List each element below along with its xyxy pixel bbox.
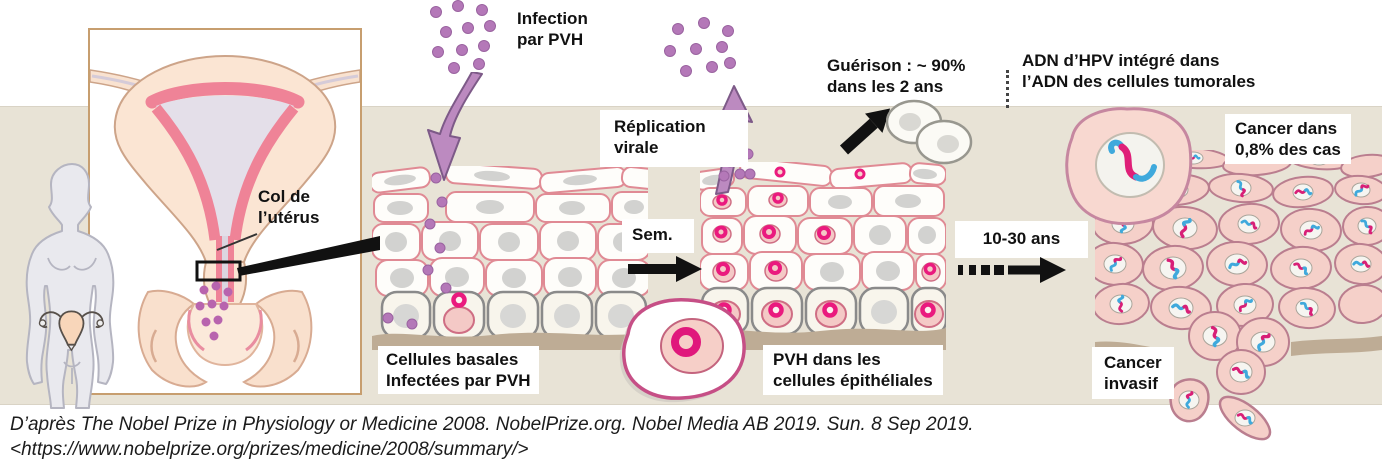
basal-cells-label-box: Cellules basales Infectées par PVH xyxy=(378,346,539,394)
replication-label-line1: Réplication xyxy=(614,117,706,136)
uterus-inset-box xyxy=(88,28,362,395)
integrated-dna-label-line2: l’ADN des cellules tumorales xyxy=(1022,72,1256,91)
cervix-label-line1: Col de xyxy=(258,187,310,206)
shed-cells xyxy=(886,99,973,165)
citation-line1: D’après The Nobel Prize in Physiology or… xyxy=(10,414,974,435)
invasive-cancer-label-line2: invasif xyxy=(1104,374,1158,393)
weeks-arrow xyxy=(628,256,702,282)
healing-label-line2: dans les 2 ans xyxy=(827,77,944,96)
hpv-epithelial-label-box: PVH dans les cellules épithéliales xyxy=(763,345,943,395)
citation: D’après The Nobel Prize in Physiology or… xyxy=(10,412,974,462)
infected-epithelial-nuclei xyxy=(712,166,941,283)
dotted-divider xyxy=(1006,70,1009,108)
replication-label-line2: virale xyxy=(614,138,659,157)
female-silhouette xyxy=(25,163,115,409)
invasive-detached-cells xyxy=(1169,378,1272,441)
cervix-label-line2: l’utérus xyxy=(258,208,320,227)
basal-cells-label-line1: Cellules basales xyxy=(386,350,519,369)
years-label-box: 10-30 ans xyxy=(955,221,1088,258)
basement-membrane xyxy=(700,328,946,350)
cancer-cases-label-line1: Cancer dans xyxy=(1235,119,1338,138)
basal-cells-label-line2: Infectées par PVH xyxy=(386,371,531,390)
uterus-glyph xyxy=(38,310,105,352)
weeks-label: Sem. xyxy=(632,225,673,244)
integrated-dna-squiggle xyxy=(1108,139,1157,182)
cancer-cases-label-line2: 0,8% des cas xyxy=(1235,140,1341,159)
weeks-label-box: Sem. xyxy=(622,219,694,253)
cervix-label: Col de l’utérus xyxy=(258,186,319,228)
infection-label-line1: Infection xyxy=(517,9,588,28)
tumor-cell-integrated-dna xyxy=(1065,107,1193,226)
hpv-epithelial-label-line1: PVH dans les xyxy=(773,350,881,369)
episomal-hpv-dna-ring xyxy=(671,327,701,357)
invasive-cancer-label-line1: Cancer xyxy=(1104,353,1162,372)
uterus-illustration xyxy=(90,54,360,388)
hpv-epithelial-label-line2: cellules épithéliales xyxy=(773,371,933,390)
infection-label-line2: par PVH xyxy=(517,30,584,49)
infection-label: Infection par PVH xyxy=(517,8,588,50)
cancer-cases-label-box: Cancer dans 0,8% des cas xyxy=(1225,114,1351,164)
citation-line2: <https://www.nobelprize.org/prizes/medic… xyxy=(10,439,529,460)
virus-particles-cluster xyxy=(430,0,496,74)
virus-dots-in-canal xyxy=(195,281,233,341)
infected-basal-cell xyxy=(443,292,475,334)
invasive-cancer-label-box: Cancer invasif xyxy=(1092,347,1174,399)
cervix-label-pointer-line xyxy=(216,233,258,251)
infection-arrow xyxy=(427,72,483,181)
virus-dots-penetrating xyxy=(382,172,452,330)
integrated-dna-label: ADN d’HPV intégré dans l’ADN des cellule… xyxy=(1022,50,1255,92)
magnified-epithelial-cell xyxy=(619,297,746,403)
released-virus-cluster xyxy=(664,17,736,77)
years-dashed-arrow xyxy=(958,257,1066,283)
integrated-dna-label-line1: ADN d’HPV intégré dans xyxy=(1022,51,1220,70)
magnification-pointer-wedge xyxy=(237,236,380,276)
replication-label-box: Réplication virale xyxy=(600,110,748,167)
years-label: 10-30 ans xyxy=(982,229,1061,248)
healing-arrow xyxy=(839,108,891,155)
healing-label: Guérison : ~ 90% dans les 2 ans xyxy=(827,55,965,97)
basement-membrane xyxy=(372,332,648,350)
epithelium-basal-infection xyxy=(372,166,648,350)
healing-label-line1: Guérison : ~ 90% xyxy=(827,56,966,75)
